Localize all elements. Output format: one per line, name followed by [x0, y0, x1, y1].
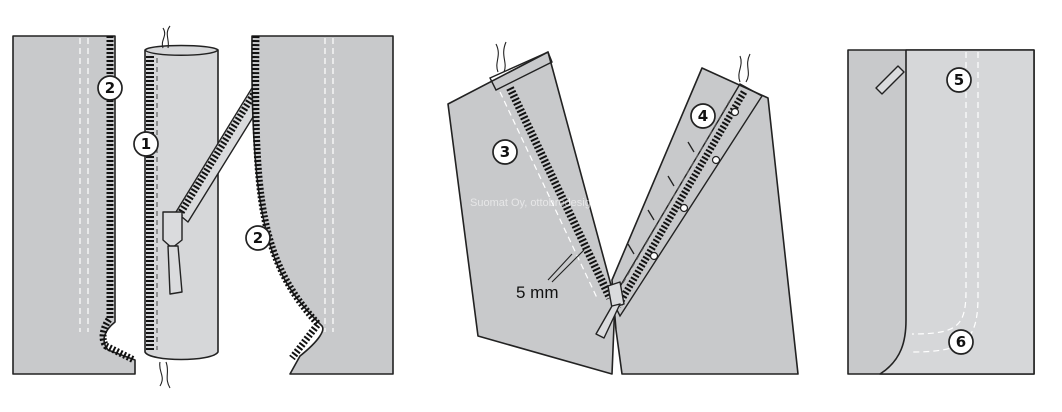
- callout-2-bottom: 2: [245, 225, 271, 251]
- callout-3: 3: [492, 139, 518, 165]
- callout-2-top: 2: [97, 75, 123, 101]
- callout-4-label: 4: [698, 107, 708, 125]
- right-fabric-piece: [251, 35, 394, 375]
- measure-leader-lines: [547, 249, 585, 283]
- panel-right: 5 6: [847, 49, 1035, 375]
- zipper-pull-tab: [167, 245, 183, 295]
- pin: [711, 155, 721, 165]
- pin: [730, 107, 740, 117]
- callout-6: 6: [948, 329, 974, 355]
- middle-zipper-slider: [607, 281, 625, 309]
- callout-1: 1: [133, 131, 159, 157]
- callout-3-label: 3: [500, 143, 510, 161]
- left-zipper-chain: [99, 36, 136, 364]
- callout-4: 4: [690, 103, 716, 129]
- middle-right-zipper-chain: [614, 90, 748, 308]
- right-zipper-pull: [875, 65, 905, 95]
- middle-left-stitching: [499, 91, 599, 301]
- callout-6-label: 6: [956, 333, 966, 351]
- panel-left: 2 1 2: [12, 25, 394, 389]
- facing-piece: [879, 49, 1035, 375]
- callout-2-bottom-label: 2: [253, 229, 263, 247]
- topstitching-outer: [911, 52, 967, 335]
- middle-right-fabric: [611, 67, 799, 375]
- callout-2-top-label: 2: [105, 79, 115, 97]
- panel-middle: 5 mm Suomat Oy, ottobredesign 3 4: [447, 41, 799, 375]
- zipper-slider: [162, 211, 183, 249]
- callout-5-label: 5: [954, 71, 964, 89]
- callout-1-label: 1: [141, 135, 151, 153]
- measurement-label: 5 mm: [516, 283, 559, 302]
- right-zipper-chain: [252, 35, 323, 361]
- pin: [649, 251, 659, 261]
- middle-zipper-pull: [595, 303, 621, 339]
- diagonal-zipper-teeth: [177, 72, 269, 216]
- callout-5: 5: [946, 67, 972, 93]
- watermark: Suomat Oy, ottobredesign: [470, 197, 597, 209]
- middle-left-zipper-chain: [506, 86, 614, 300]
- middle-left-fabric: [447, 51, 616, 375]
- pin: [679, 203, 689, 213]
